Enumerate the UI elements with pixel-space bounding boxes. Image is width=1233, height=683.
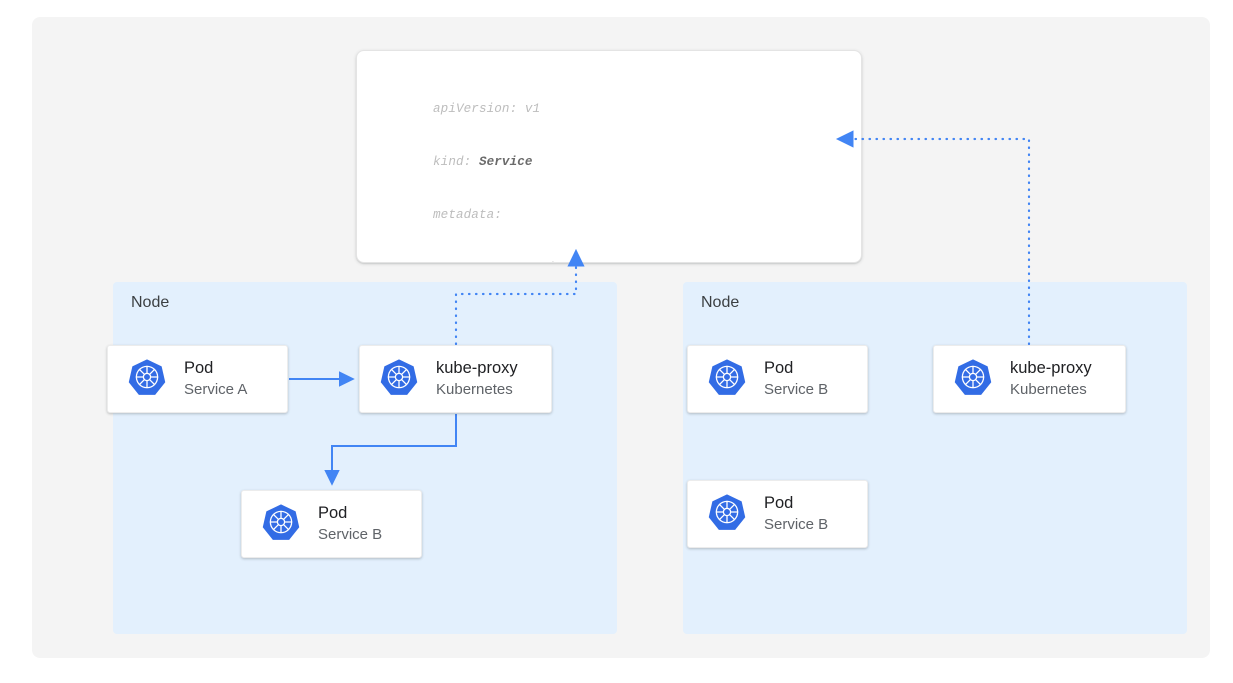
card-subtitle: Kubernetes: [1010, 380, 1087, 398]
kubernetes-icon: [128, 358, 166, 401]
kubernetes-icon: [954, 358, 992, 401]
card-pod-service-b-left[interactable]: Pod Service B: [241, 490, 422, 558]
yaml-line-metadata: metadata:: [433, 207, 502, 222]
card-text: Pod Service B: [764, 494, 828, 533]
kubernetes-icon: [262, 503, 300, 546]
card-kube-proxy-left[interactable]: kube-proxy Kubernetes: [359, 345, 552, 413]
card-kube-proxy-right[interactable]: kube-proxy Kubernetes: [933, 345, 1126, 413]
card-title: kube-proxy: [1010, 359, 1092, 378]
yaml-line-kind: kind: Service: [433, 154, 747, 172]
card-title: Pod: [764, 494, 794, 513]
node-box-right: Node: [683, 282, 1187, 634]
node-label-left: Node: [131, 294, 170, 311]
card-text: Pod Service B: [318, 504, 382, 543]
kubernetes-icon: [708, 358, 746, 401]
card-title: Pod: [318, 504, 348, 523]
yaml-line-name: name: my-service: [433, 260, 747, 262]
card-title: Pod: [764, 359, 794, 378]
diagram-canvas: apiVersion: v1 kind: Service metadata: n…: [32, 17, 1210, 658]
card-subtitle: Service B: [318, 525, 383, 543]
card-text: Pod Service B: [764, 359, 828, 398]
card-subtitle: Service B: [764, 380, 829, 398]
kubernetes-icon: [380, 358, 418, 401]
card-text: kube-proxy Kubernetes: [436, 359, 518, 398]
card-text: kube-proxy Kubernetes: [1010, 359, 1092, 398]
kubernetes-icon: [708, 493, 746, 536]
yaml-kind-key: kind:: [433, 154, 479, 169]
card-pod-service-a[interactable]: Pod Service A: [107, 345, 288, 413]
card-pod-service-b-right-2[interactable]: Pod Service B: [687, 480, 868, 548]
card-subtitle: Service A: [184, 380, 248, 398]
card-subtitle: Kubernetes: [436, 380, 513, 398]
card-subtitle: Service B: [764, 515, 829, 533]
card-text: Pod Service A: [184, 359, 247, 398]
yaml-line-apiversion: apiVersion: v1: [433, 102, 541, 117]
node-label-right: Node: [701, 294, 740, 311]
node-box-left: Node: [113, 282, 617, 634]
service-spec-card: apiVersion: v1 kind: Service metadata: n…: [356, 50, 862, 263]
service-yaml-code: apiVersion: v1 kind: Service metadata: n…: [433, 66, 747, 262]
yaml-kind-value: Service: [478, 154, 533, 169]
card-title: Pod: [184, 359, 214, 378]
card-title: kube-proxy: [436, 359, 518, 378]
card-pod-service-b-right-1[interactable]: Pod Service B: [687, 345, 868, 413]
